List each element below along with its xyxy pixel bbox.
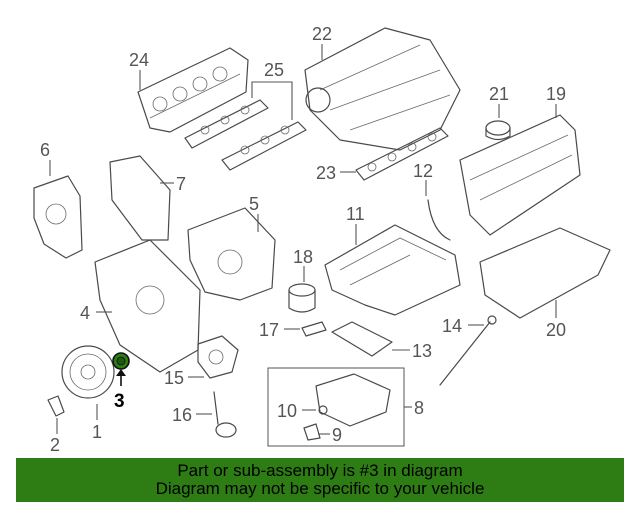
part-21-oil-filler-cap (485, 120, 511, 141)
callout-15: 15 (164, 368, 184, 388)
callout-24: 24 (129, 50, 149, 70)
banner-line-1: Part or sub-assembly is #3 in diagram (177, 461, 463, 480)
part-13-baffle (331, 321, 393, 357)
part-18-oil-filter (288, 283, 316, 313)
callout-11: 11 (346, 204, 365, 224)
part-22-upper-intake (304, 27, 461, 151)
callout-17: 17 (259, 320, 279, 340)
callout-25: 25 (264, 60, 284, 80)
part-12-tube (427, 199, 451, 241)
part-2-bolt (47, 395, 65, 417)
part-14-dipstick (439, 321, 491, 386)
callout-8: 8 (414, 398, 424, 418)
callout-10: 10 (277, 401, 297, 421)
callout-3: 3 (114, 391, 125, 412)
part-10-washer (318, 405, 328, 415)
part-7-gasket (109, 155, 171, 241)
callout-7: 7 (176, 174, 186, 194)
info-banner: Part or sub-assembly is #3 in diagram Di… (16, 458, 624, 502)
callout-1: 1 (92, 422, 102, 442)
part-4-front-cover (94, 239, 201, 373)
engine-parts-diagram: 24 25 22 23 21 19 20 (33, 24, 611, 455)
part-16-oil-strainer (213, 391, 237, 438)
callout-13: 13 (412, 341, 432, 361)
callout-19: 19 (546, 84, 566, 104)
callout-4: 4 (80, 303, 90, 323)
part-1-crankshaft-pulley (61, 345, 115, 399)
banner-line-2: Diagram may not be specific to your vehi… (155, 479, 485, 498)
callout-9: 9 (332, 425, 342, 445)
part-23-gasket (355, 127, 449, 181)
callout-2: 2 (50, 435, 60, 455)
callout-23: 23 (316, 163, 336, 183)
part-11-oil-pan-upper (324, 224, 461, 316)
part-15-oil-pump (197, 335, 239, 379)
part-24-intake-manifold (137, 47, 249, 133)
callout-14: 14 (442, 316, 462, 336)
callout-12: 12 (413, 161, 433, 181)
part-20-valve-cover-gasket (479, 227, 611, 319)
callout-18: 18 (293, 247, 313, 267)
part-3-crankshaft-seal[interactable] (112, 352, 130, 370)
part-25-gasket-set (184, 99, 307, 171)
part-17-sensor (301, 321, 327, 337)
part-5-timing-cover (187, 207, 276, 301)
part-9-drain-plug (303, 423, 321, 441)
part-8-oil-pan-lower (315, 373, 391, 427)
part-19-valve-cover (459, 114, 581, 236)
callout-21: 21 (489, 84, 509, 104)
callout-16: 16 (172, 405, 192, 425)
callout-22: 22 (312, 24, 332, 44)
part-6-water-pump (33, 175, 83, 259)
callout-6: 6 (40, 140, 50, 160)
callout-20: 20 (546, 320, 566, 340)
callout-5: 5 (249, 194, 259, 214)
